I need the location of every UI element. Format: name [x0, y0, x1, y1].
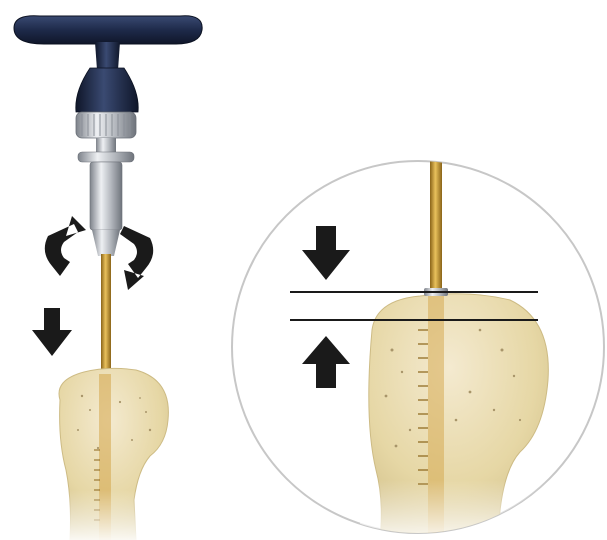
handle-bell	[76, 68, 138, 112]
rod-magnified	[430, 160, 442, 296]
bone-fade-left	[56, 490, 176, 540]
t-handle-icon	[14, 16, 202, 44]
guide-rod	[101, 254, 111, 374]
down-arrow-icon	[32, 308, 72, 356]
magnifier	[232, 160, 604, 540]
chrome-flange	[78, 152, 134, 162]
rotation-arrow-left-icon	[45, 216, 86, 276]
chrome-sleeve	[90, 162, 122, 230]
instrument	[14, 16, 202, 540]
rotation-arrow-right-icon	[120, 226, 153, 290]
handle-stem	[95, 42, 120, 70]
chrome-neck	[96, 138, 116, 152]
coupling-tip	[92, 230, 120, 256]
